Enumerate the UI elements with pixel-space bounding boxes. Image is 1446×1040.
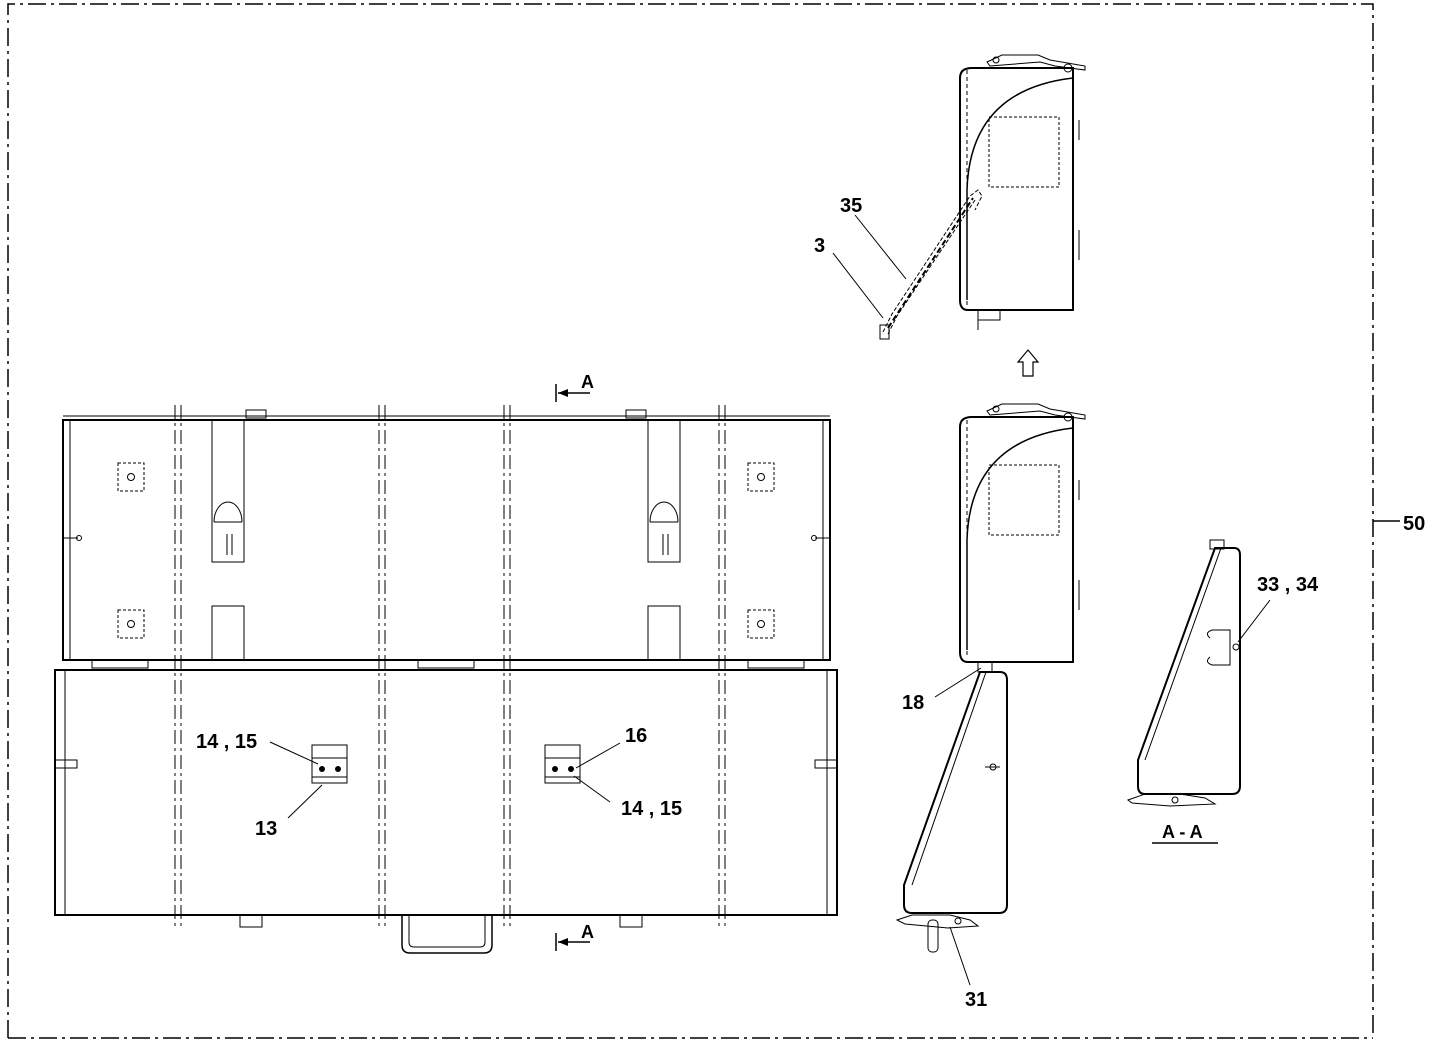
- callout-31: 31: [965, 989, 987, 1011]
- svg-text:A: A: [581, 372, 594, 392]
- leader-lines: [269, 214, 1271, 986]
- section-view-label: A - A: [1162, 822, 1203, 842]
- side-view-open: [879, 54, 1086, 340]
- up-arrow-icon: [1016, 349, 1040, 377]
- callout-16: 16: [625, 725, 647, 747]
- callout-18: 18: [902, 692, 924, 714]
- section-view-a-a: A - A: [1126, 539, 1241, 844]
- svg-text:A: A: [581, 922, 594, 942]
- strap-keeper-left: [211, 419, 245, 661]
- side-view-closed: [895, 403, 1086, 953]
- section-marker-bottom: A: [555, 922, 594, 951]
- strap-keeper-right: [647, 419, 681, 661]
- box-lid: [62, 409, 831, 669]
- break-lines: [174, 405, 726, 928]
- pad-square: [117, 462, 775, 639]
- callout-14-15-left: 14 , 15: [196, 731, 257, 753]
- box-base: [54, 669, 838, 954]
- hasp-right: [544, 744, 581, 784]
- section-marker-top: A: [555, 372, 594, 402]
- callout-33-34: 33 , 34: [1257, 574, 1319, 596]
- callout-3: 3: [814, 235, 825, 257]
- callout-14-15-right: 14 , 15: [621, 798, 682, 820]
- hasp-left: [311, 744, 348, 784]
- assembly-border: [7, 3, 1400, 1039]
- carry-handle: [401, 915, 493, 954]
- callout-35: 35: [840, 195, 862, 217]
- callout-50: 50: [1403, 513, 1425, 535]
- callout-13: 13: [255, 818, 277, 840]
